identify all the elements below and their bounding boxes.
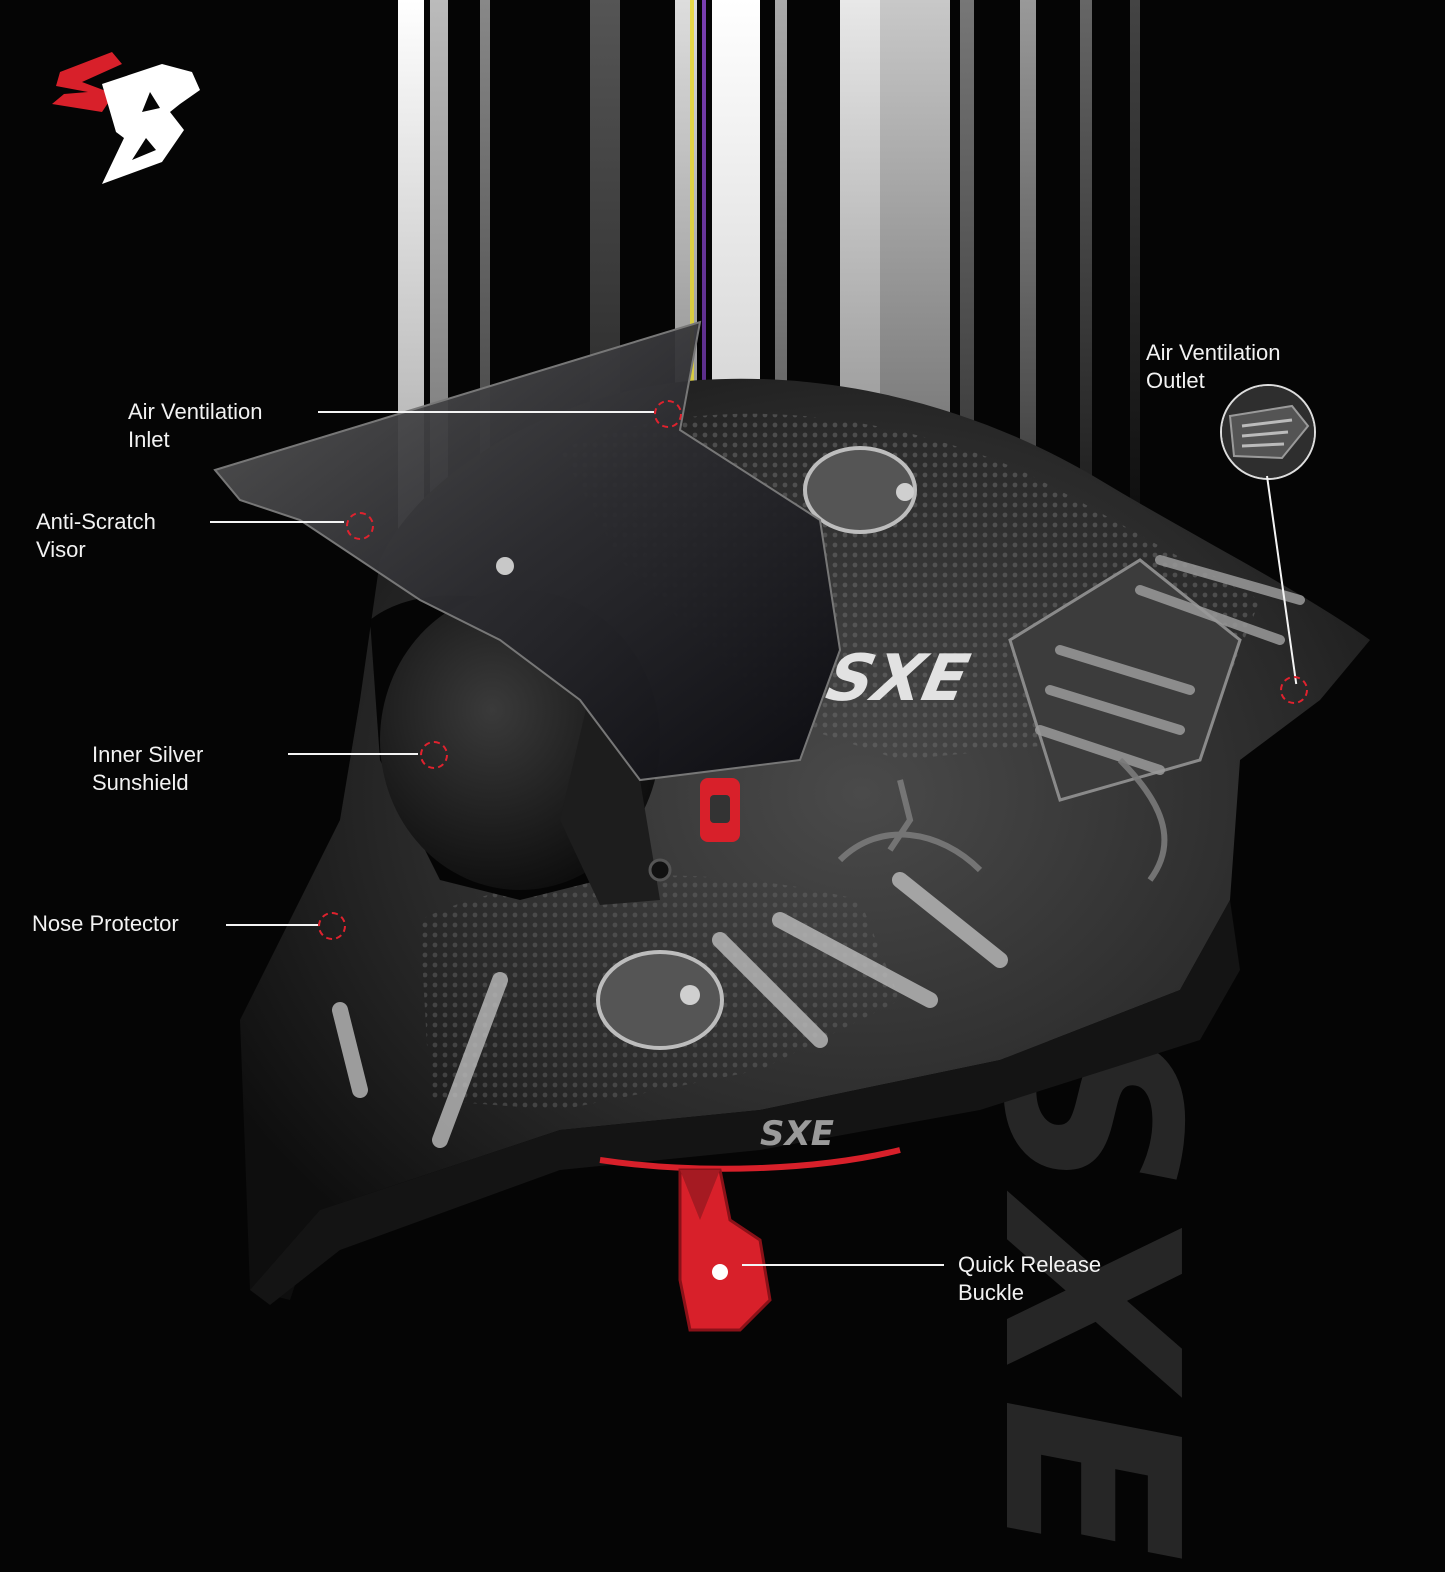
visor-marker [346, 512, 374, 540]
chin-logo-text: SXE [760, 1114, 834, 1154]
leader-line [226, 924, 318, 926]
sb-brand-logo [52, 52, 200, 184]
shell-logo-text: SXE [820, 642, 975, 716]
bg-stripe [1080, 0, 1092, 600]
callout-nose-protector: Nose Protector [32, 911, 179, 936]
leader-line [210, 521, 344, 523]
callout-quick-release-buckle: Quick Release Buckle [958, 1252, 1102, 1305]
helmet-illustration: SXE SXE [213, 320, 1370, 1332]
air-inlet-marker [654, 400, 682, 428]
nose-marker [318, 912, 346, 940]
air-outlet-zoom [1220, 384, 1316, 480]
callout-anti-scratch-visor: Anti-Scratch Visor [36, 509, 156, 562]
bg-stripe [1130, 0, 1140, 560]
callout-air-ventilation-outlet: Air Ventilation Outlet [1146, 340, 1281, 393]
sunshield-marker [420, 741, 448, 769]
callout-inner-silver-sunshield: Inner Silver Sunshield [92, 742, 204, 795]
bg-stripe [480, 0, 490, 700]
leader-line [288, 753, 418, 755]
air-outlet-marker [1280, 676, 1308, 704]
leader-line [318, 411, 654, 413]
leader-line [742, 1264, 944, 1266]
callout-air-ventilation-inlet: Air Ventilation Inlet [128, 399, 263, 452]
